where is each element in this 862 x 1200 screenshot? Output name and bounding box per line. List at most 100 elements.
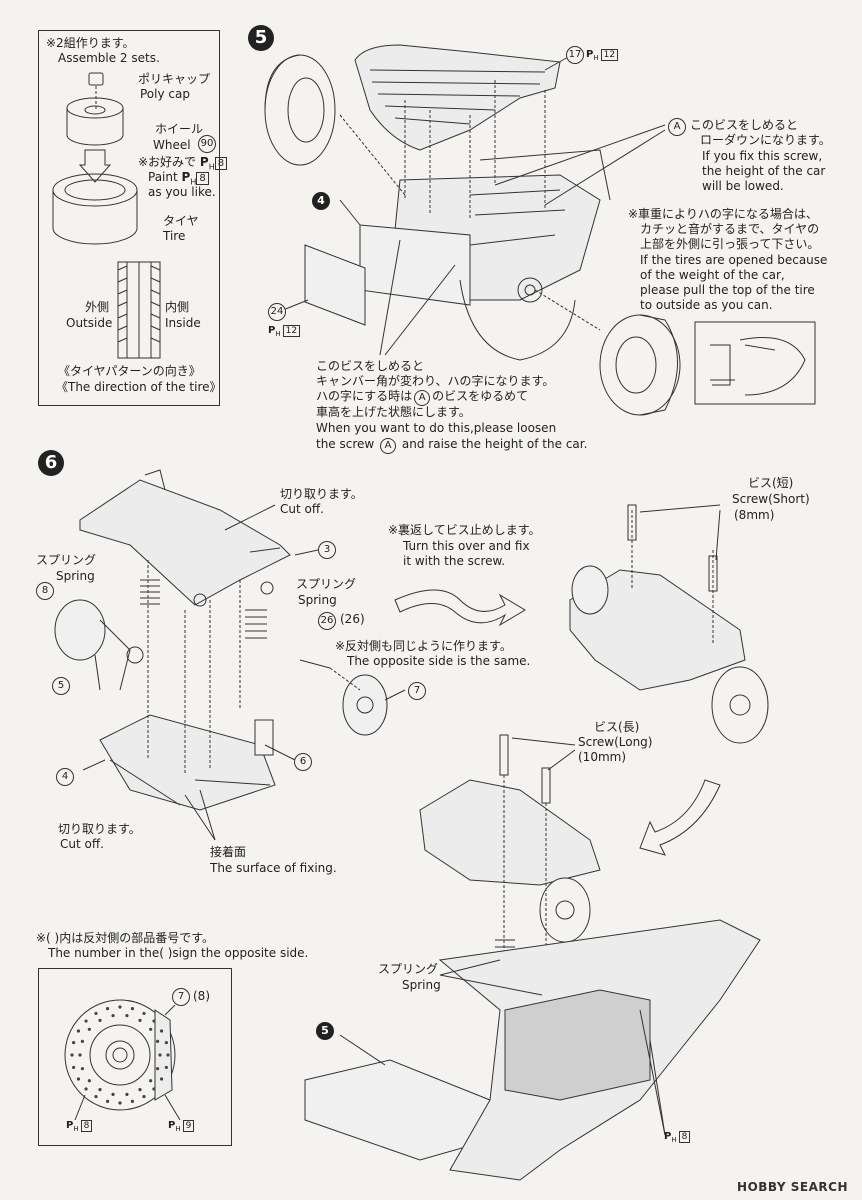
tire-direction-en: 《The direction of the tire》 [56, 380, 222, 394]
disc-hole [159, 1029, 164, 1033]
outside-label-jp: 外側 [85, 300, 110, 314]
ph-sub-b: H [671, 1136, 677, 1144]
spring-left-jp: スプリング [36, 553, 97, 567]
disc-hole [152, 1087, 156, 1091]
part-24-number: 24 [268, 303, 286, 321]
tire-note-en-4: to outside as you can. [640, 298, 773, 312]
paint-code-2: 8 [196, 172, 209, 185]
assemble-two-sets-jp: ※2組作ります。 [46, 36, 135, 50]
tire-drawing [52, 173, 138, 245]
turn-over-jp: ※裏返してビス止めします。 [388, 523, 541, 537]
fixing-surface-en: The surface of fixing. [210, 861, 337, 875]
disc-hole [118, 1005, 122, 1009]
screw-a-note-jp-1: このビスをしめると [690, 118, 799, 132]
disc-hole [76, 1029, 81, 1033]
screw-a-marker: A [668, 118, 686, 136]
inside-label-en: Inside [165, 316, 201, 330]
disc-hole [164, 1065, 168, 1070]
ph-prefix-b: P [664, 1131, 672, 1142]
disc-hole [166, 1053, 170, 1057]
poly-cap-label-en: Poly cap [140, 87, 190, 101]
tire-note-en-2: of the weight of the car, [640, 268, 785, 282]
disc-hole [138, 1088, 142, 1092]
part-26-number: 26 [318, 612, 336, 630]
disc-hole [87, 1027, 91, 1031]
step-5-badge: 5 [248, 25, 274, 51]
ph-prefix: P [586, 49, 594, 60]
poly-cap-label-jp: ポリキャップ [138, 72, 211, 86]
ph-sub-dl: H [73, 1125, 79, 1133]
cut-off-top-jp: 切り取ります。 [280, 487, 363, 501]
part-26-opposite: (26) [340, 612, 365, 626]
disc-hole [155, 1067, 160, 1071]
camber-jp-3a: ハの字にする時は [316, 389, 413, 403]
disc-hole [118, 1101, 122, 1105]
disc-hole [159, 1077, 164, 1081]
ph-prefix-dl: P [66, 1120, 74, 1131]
leader-lines-step6 [82, 504, 406, 841]
ph-code-dr: 9 [182, 1120, 195, 1132]
disc-hole [80, 1039, 85, 1043]
brake-disc-box [38, 968, 232, 1146]
spring-left-drawing [140, 579, 160, 605]
tire-note-jp-1: ※車重によりハの字になる場合は、 [628, 207, 818, 221]
loose-tire-left [264, 54, 336, 166]
tire-direction-jp: 《タイヤパターンの向き》 [58, 364, 201, 378]
ph-code-b: 8 [678, 1131, 691, 1143]
ph-prefix-24: P [268, 325, 276, 336]
chassis-drawing [359, 149, 611, 361]
side-plate-drawing [304, 244, 366, 326]
spring-right-en: Spring [298, 593, 337, 607]
tire-note-jp-3: 上部を外側に引っ張って下さい。 [640, 237, 820, 251]
disc-hole [155, 1039, 160, 1043]
part-6-number: 6 [294, 753, 312, 771]
leader-lines-step5 [277, 55, 666, 356]
screw-a-note-en-1: If you fix this screw, [702, 149, 823, 163]
screw-long-size: (10mm) [578, 750, 627, 764]
paint-en-suffix: as you like. [148, 185, 216, 199]
paint-sub-2: H [190, 177, 197, 187]
camber-en-2a: the screw [316, 437, 375, 451]
spring-bottom-jp: スプリング [378, 962, 439, 976]
parentheses-note-jp: ※( )内は反対側の部品番号です。 [36, 931, 215, 945]
ph-sub-dr: H [175, 1125, 181, 1133]
wheel-label-jp: ホイール [155, 122, 204, 136]
part-5-number: 5 [52, 677, 70, 695]
down-arrow [639, 779, 721, 856]
disc-hole [87, 1079, 91, 1083]
paint-sub: H [208, 162, 215, 172]
watermark-text: HOBBY SEARCH [737, 1180, 848, 1194]
disc-hole [125, 1092, 129, 1096]
ph-code-dl: 8 [80, 1120, 93, 1132]
screw-short-size: (8mm) [734, 508, 775, 522]
flipped-assembly-drawing [569, 504, 769, 744]
hub-disc-drawing [299, 659, 388, 736]
disc-hole [130, 1099, 135, 1103]
ph-sub: H [593, 54, 599, 62]
camber-en-screw-a-marker: A [380, 438, 397, 454]
disc-hole [138, 1018, 142, 1022]
camber-note-en-1: When you want to do this,please loosen [316, 421, 557, 435]
disc-hole [152, 1019, 156, 1023]
disc-hole [142, 1011, 146, 1016]
part-4-number: 4 [312, 192, 330, 210]
tire-label-en: Tire [163, 229, 186, 243]
tire-label-jp: タイヤ [163, 214, 199, 228]
disc-hole [164, 1040, 168, 1045]
disc-hole [149, 1079, 153, 1083]
insert-arrow [78, 149, 112, 183]
spring-bottom-en: Spring [402, 978, 441, 992]
chassis-bottom-drawing [304, 919, 761, 1181]
opposite-side-jp: ※反対側も同じように作ります。 [335, 639, 512, 653]
part-17-number: 17 [566, 46, 584, 64]
part-5-number-bottom: 5 [316, 1022, 334, 1040]
screw-short-en: Screw(Short) [732, 492, 810, 506]
step-5-number: 5 [254, 27, 268, 48]
upper-arm-drawing [79, 469, 291, 607]
